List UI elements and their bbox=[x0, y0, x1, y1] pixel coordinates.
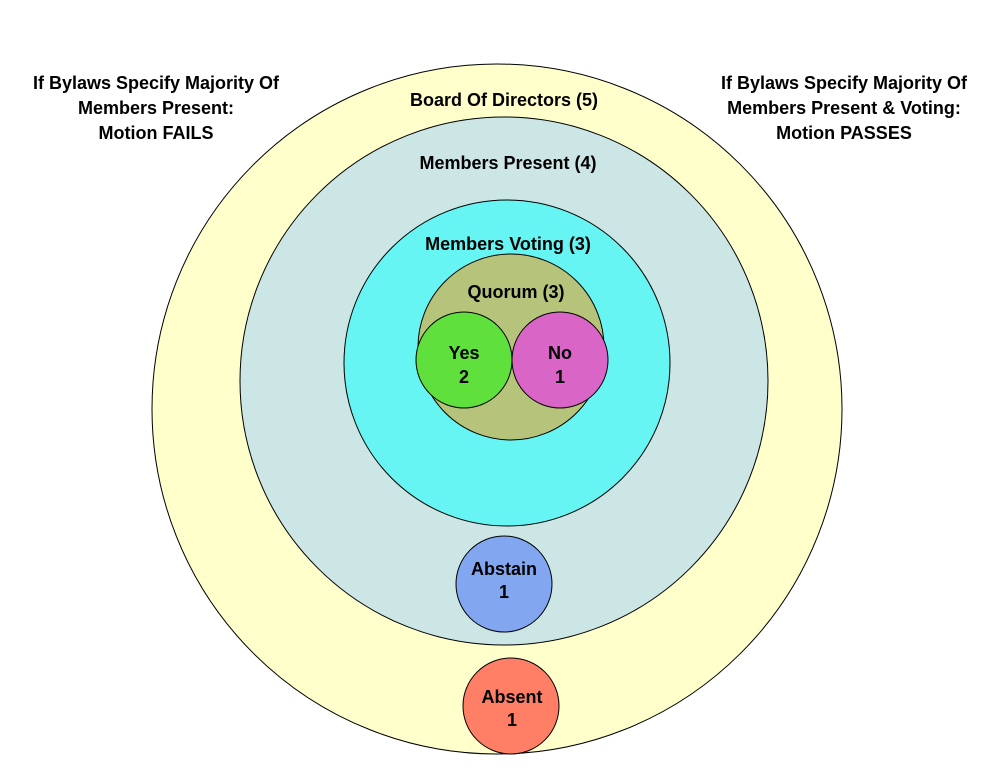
right-note-line-1: If Bylaws Specify Majority Of bbox=[720, 73, 968, 93]
members-voting-label: Members Voting (3) bbox=[425, 234, 591, 254]
abstain-label: Abstain bbox=[471, 559, 537, 579]
left-note-line-3: Motion FAILS bbox=[98, 123, 214, 143]
yes-label: Yes bbox=[448, 343, 479, 363]
right-outcome-note: If Bylaws Specify Majority Of Members Pr… bbox=[688, 71, 1000, 146]
quorum-label: Quorum (3) bbox=[468, 282, 565, 302]
members-present-label: Members Present (4) bbox=[419, 153, 596, 173]
board-of-directors-label: Board Of Directors (5) bbox=[410, 90, 598, 110]
yes-count: 2 bbox=[459, 367, 469, 387]
no-label: No bbox=[548, 343, 572, 363]
absent-count: 1 bbox=[507, 710, 517, 730]
no-count: 1 bbox=[555, 367, 565, 387]
left-outcome-note: If Bylaws Specify Majority Of Members Pr… bbox=[0, 71, 312, 146]
left-note-line-1: If Bylaws Specify Majority Of bbox=[32, 73, 280, 93]
no-votes-circle bbox=[511, 311, 609, 409]
left-note-line-2: Members Present: bbox=[77, 98, 235, 118]
absent-label: Absent bbox=[481, 687, 542, 707]
right-note-line-3: Motion PASSES bbox=[776, 123, 912, 143]
right-note-line-2: Members Present & Voting: bbox=[727, 98, 961, 118]
abstain-count: 1 bbox=[499, 582, 509, 602]
abstain-circle bbox=[455, 535, 553, 633]
absent-circle bbox=[462, 657, 560, 755]
